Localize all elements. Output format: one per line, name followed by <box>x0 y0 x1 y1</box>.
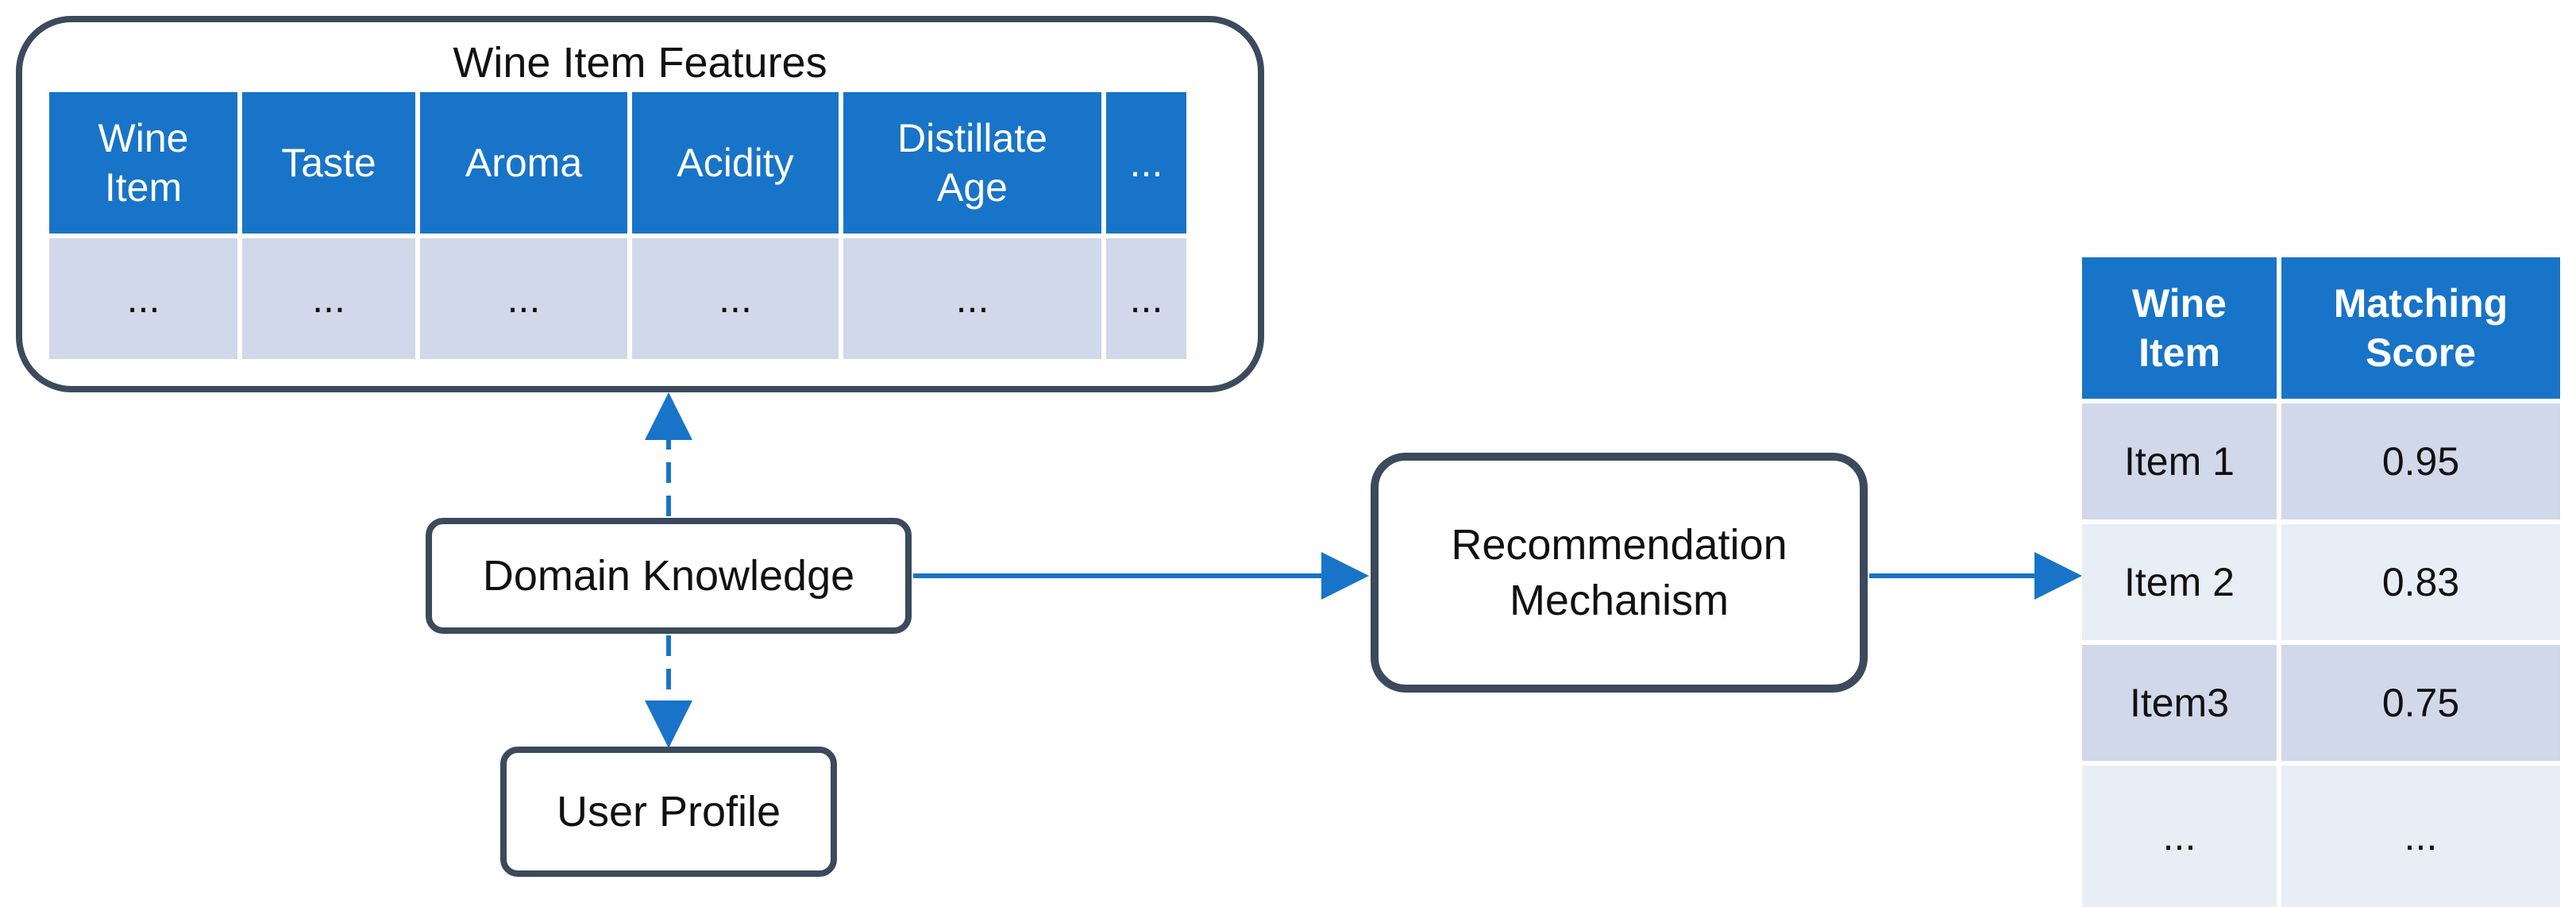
user-profile-label: User Profile <box>556 787 781 836</box>
features-header-acidity: Acidity <box>632 92 839 234</box>
results-header-wine-item: Wine Item <box>2082 257 2277 399</box>
features-table: Wine Item Taste Aroma Acidity Distillate… <box>49 92 1199 359</box>
features-cell: ... <box>1106 238 1186 359</box>
results-item-cell: Item3 <box>2082 645 2277 761</box>
results-header-matching-score: Matching Score <box>2281 257 2560 399</box>
results-item-cell: Item 1 <box>2082 403 2277 519</box>
results-score-cell: 0.75 <box>2281 645 2560 761</box>
results-item-cell: Item 2 <box>2082 524 2277 640</box>
features-header-aroma: Aroma <box>420 92 627 234</box>
features-header-more: ... <box>1106 92 1186 234</box>
features-cell: ... <box>632 238 839 359</box>
results-score-cell: 0.83 <box>2281 524 2560 640</box>
results-item-cell: ... <box>2082 766 2277 907</box>
recommendation-mechanism-node: Recommendation Mechanism <box>1371 453 1868 693</box>
features-panel-title: Wine Item Features <box>453 39 827 87</box>
domain-knowledge-node: Domain Knowledge <box>426 518 912 634</box>
features-header-taste: Taste <box>242 92 415 234</box>
features-cell: ... <box>843 238 1101 359</box>
domain-knowledge-label: Domain Knowledge <box>482 551 855 600</box>
recommendation-mechanism-label: Recommendation Mechanism <box>1451 520 1787 624</box>
features-cell: ... <box>242 238 415 359</box>
features-header-distillate-age: Distillate Age <box>843 92 1101 234</box>
results-table: Wine Item Matching Score Item 1 0.95 Ite… <box>2082 257 2560 907</box>
features-cell: ... <box>49 238 237 359</box>
results-score-cell: 0.95 <box>2281 403 2560 519</box>
features-cell: ... <box>420 238 627 359</box>
user-profile-node: User Profile <box>500 747 837 877</box>
results-score-cell: ... <box>2281 766 2560 907</box>
features-header-wine-item: Wine Item <box>49 92 237 234</box>
